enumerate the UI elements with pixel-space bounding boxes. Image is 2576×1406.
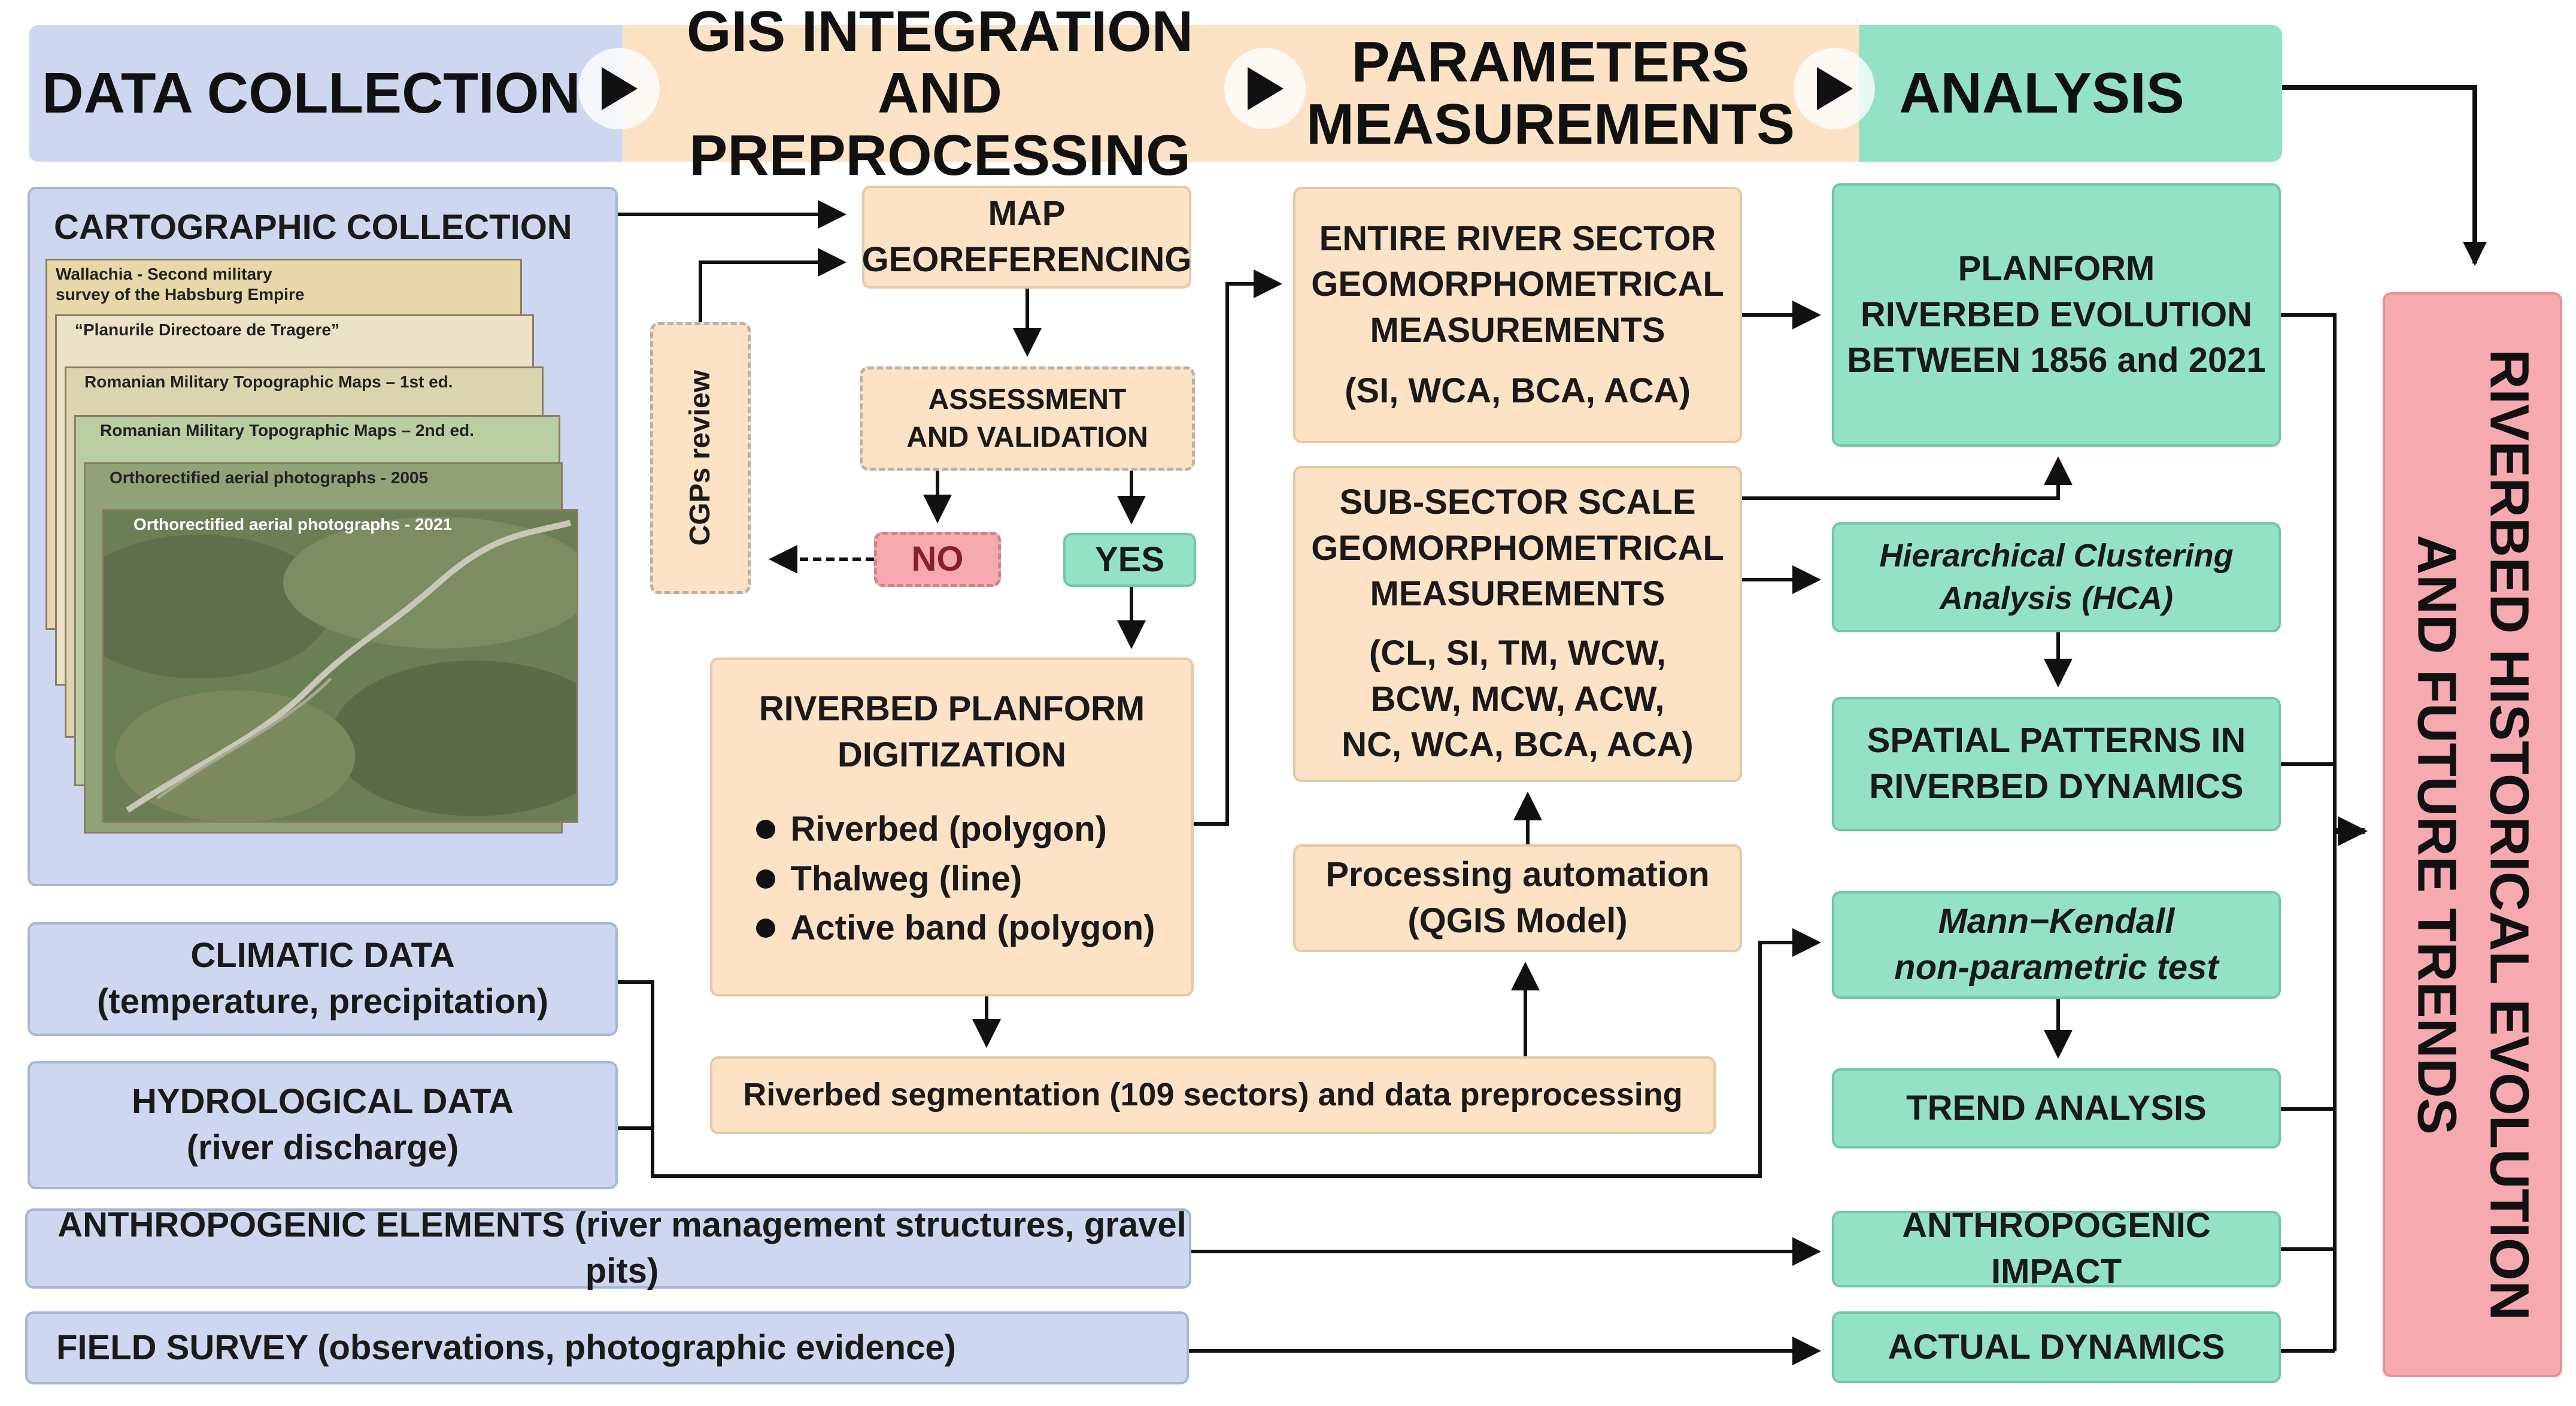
assessment-validation-box: ASSESSMENT AND VALIDATION — [860, 366, 1195, 471]
header-parameters: PARAMETERS MEASUREMENTS — [1306, 30, 1795, 156]
play-arrow-icon — [1224, 48, 1306, 129]
entire-sector-params: (SI, WCA, BCA, ACA) — [1345, 371, 1691, 410]
riverbed-digitization-title: RIVERBED PLANFORM DIGITIZATION — [758, 689, 1145, 774]
header-analysis: ANALYSIS — [1899, 61, 2184, 126]
actual-dynamics-box: ACTUAL DYNAMICS — [1832, 1311, 2281, 1383]
planform-evolution-box: PLANFORM RIVERBED EVOLUTION BETWEEN 1856… — [1832, 183, 2281, 447]
no-decision-box: NO — [874, 532, 1001, 587]
digitization-item: Active band (polygon) — [749, 905, 1155, 952]
map-sheet-aerial-2021: Orthorectified aerial photographs - 2021 — [102, 509, 578, 823]
sub-sector-params: (CL, SI, TM, WCW, BCW, MCW, ACW, NC, WCA… — [1342, 634, 1694, 765]
line-planform-to-bus — [2281, 313, 2337, 1351]
hca-box: Hierarchical Clustering Analysis (HCA) — [1832, 522, 2281, 632]
arrow-subsector-to-planform — [1742, 456, 2073, 500]
arrow-digitization-to-entire-sector — [1194, 269, 1282, 826]
entire-sector-measurements-box: ENTIRE RIVER SECTOR GEOMORPHOMETRICAL ME… — [1293, 187, 1742, 443]
sub-sector-measurements-box: SUB-SECTOR SCALE GEOMORPHOMETRICAL MEASU… — [1293, 466, 1742, 782]
mann-kendall-box: Mann−Kendall non-parametric test — [1832, 891, 2281, 999]
play-arrow-icon — [1794, 48, 1875, 129]
digitization-list: Riverbed (polygon) Thalweg (line) Active… — [749, 803, 1155, 955]
aerial-photo-image — [104, 511, 577, 821]
anthropogenic-impact-box: ANTHROPOGENIC IMPACT — [1832, 1206, 2281, 1291]
field-survey-box: FIELD SURVEY (observations, photographic… — [25, 1311, 1189, 1384]
final-output-box: RIVERBED HISTORICAL EVOLUTION AND FUTURE… — [2383, 292, 2562, 1377]
entire-sector-title: ENTIRE RIVER SECTOR GEOMORPHOMETRICAL ME… — [1311, 219, 1724, 350]
digitization-item: Riverbed (polygon) — [749, 807, 1155, 853]
anthropogenic-elements-box: ANTHROPOGENIC ELEMENTS (river management… — [25, 1205, 1191, 1290]
segmentation-box: Riverbed segmentation (109 sectors) and … — [710, 1056, 1716, 1134]
header-data-collection: DATA COLLECTION — [42, 61, 581, 126]
map-georeferencing-box: MAP GEOREFERENCING — [861, 186, 1192, 289]
hydrological-data-box: HYDROLOGICAL DATA (river discharge) — [28, 1061, 618, 1189]
arrow-cgps-to-georef — [699, 248, 846, 322]
play-arrow-icon — [578, 48, 660, 129]
arrow-climatic-to-mann-kendall — [618, 928, 1821, 1178]
digitization-item: Thalweg (line) — [749, 856, 1155, 902]
spatial-patterns-box: SPATIAL PATTERNS IN RIVERBED DYNAMICS — [1832, 697, 2281, 831]
yes-decision-box: YES — [1063, 533, 1196, 587]
cgps-review-box: CGPs review — [650, 322, 751, 594]
processing-automation-box: Processing automation (QGIS Model) — [1293, 844, 1742, 952]
riverbed-digitization-box: RIVERBED PLANFORM DIGITIZATION Riverbed … — [710, 657, 1194, 996]
trend-analysis-box: TREND ANALYSIS — [1832, 1068, 2281, 1149]
climatic-data-box: CLIMATIC DATA (temperature, precipitatio… — [28, 922, 618, 1036]
cartographic-collection-title: CARTOGRAPHIC COLLECTION — [54, 208, 572, 247]
sub-sector-title: SUB-SECTOR SCALE GEOMORPHOMETRICAL MEASU… — [1311, 483, 1724, 614]
arrow-header-to-final — [2282, 85, 2487, 266]
